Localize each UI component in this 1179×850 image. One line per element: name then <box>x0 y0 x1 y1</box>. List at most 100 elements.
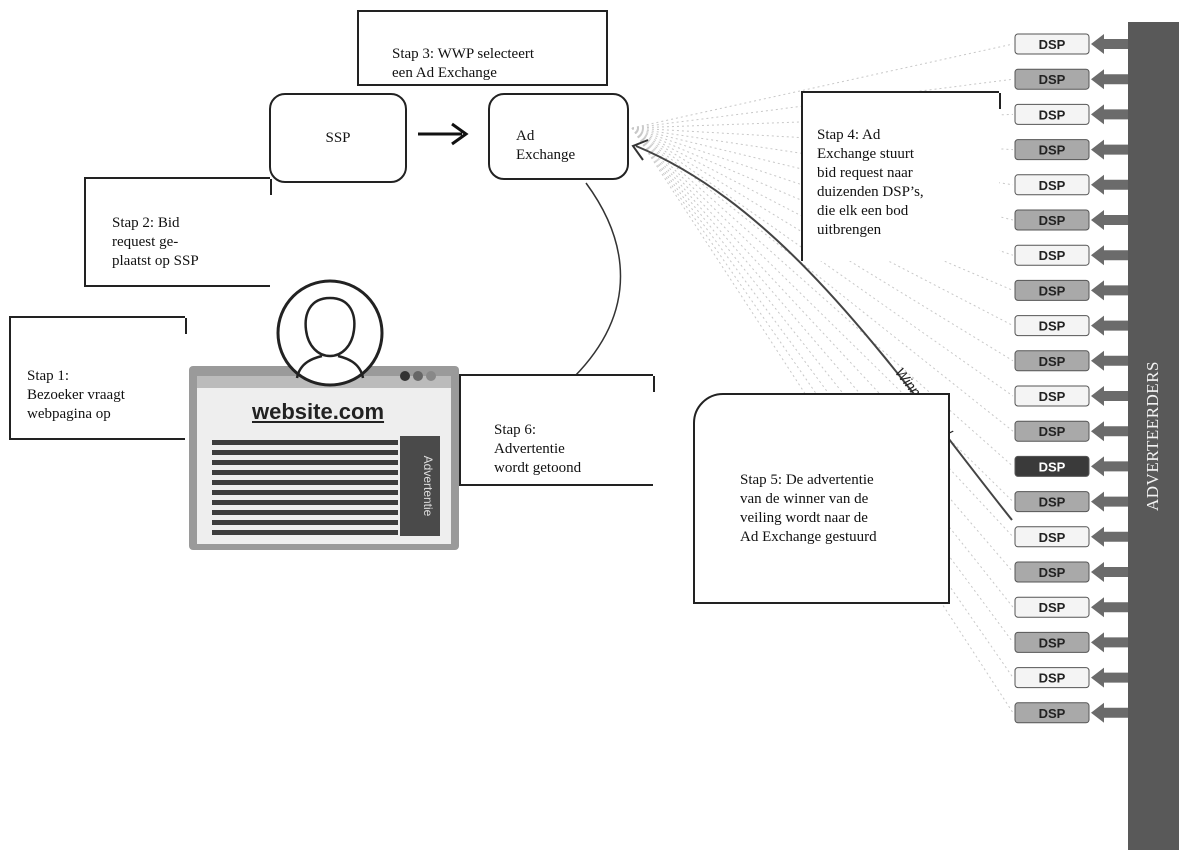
dsp-item: DSP <box>1014 561 1128 583</box>
dsp-item: DSP <box>1014 350 1128 372</box>
dsp-label: DSP <box>1039 72 1066 87</box>
step-6-text: Stap 6: Advertentie wordt getoond <box>494 422 582 476</box>
step-4-box: Stap 4: Ad Exchange stuurt bid request n… <box>801 91 1001 261</box>
dsp-label: DSP <box>1039 706 1066 721</box>
dsp-arrow <box>1091 34 1128 54</box>
advertisers-label: ADVERTEERDERS <box>1143 361 1162 511</box>
dsp-label: DSP <box>1039 283 1066 298</box>
dsp-arrow <box>1091 491 1128 512</box>
dsp-box <box>1014 350 1090 372</box>
dsp-label: DSP <box>1039 178 1066 193</box>
step-1-text: Stap 1: Bezoeker vraagt webpagina op <box>27 368 125 422</box>
dsp-box <box>1014 385 1090 407</box>
ssp-to-exchange-arrow <box>418 122 469 146</box>
dsp-arrow <box>1091 315 1128 336</box>
dsp-list: DSP DSP DSP DSP DSP DSP DSP DSP DSP DSP DSP DSP DSP D… <box>1014 33 1128 724</box>
dsp-box <box>1014 244 1090 266</box>
dsp-item: DSP <box>1014 596 1128 618</box>
dsp-label: DSP <box>1039 319 1066 334</box>
dsp-arrow <box>1091 139 1128 160</box>
dsp-item: DSP <box>1014 174 1128 196</box>
ad-exchange-label: Ad Exchange <box>516 128 576 163</box>
dsp-arrow <box>1091 245 1128 266</box>
bid-request-line <box>631 78 1014 129</box>
dsp-arrow <box>1091 69 1128 90</box>
dsp-box <box>1014 491 1090 513</box>
dsp-arrow <box>1091 562 1128 582</box>
dsp-label: DSP <box>1039 143 1066 158</box>
bid-request-line <box>631 127 1014 327</box>
dsp-item: DSP <box>1014 68 1128 90</box>
bid-request-line <box>631 127 1014 291</box>
dsp-arrow <box>1091 421 1128 442</box>
advertentie-label: Advertentie <box>421 456 435 517</box>
dsp-winner: DSP <box>1014 455 1128 477</box>
step-4-text: Stap 4: Ad Exchange stuurt bid request n… <box>817 127 924 238</box>
dsp-arrow <box>1091 350 1128 371</box>
dsp-item: DSP <box>1014 315 1128 337</box>
winning-bid-curve <box>635 145 1013 521</box>
dsp-box <box>1014 33 1090 55</box>
dsp-box <box>1014 526 1090 548</box>
ssp-node: SSP <box>269 93 407 183</box>
step-3-text: Stap 3: WWP selecteert een Ad Exchange <box>392 46 535 81</box>
dsp-item: DSP <box>1014 209 1128 231</box>
dsp-box <box>1014 420 1090 442</box>
dsp-label: DSP <box>1039 530 1066 545</box>
dsp-item: DSP <box>1014 420 1128 442</box>
step-6-box: Stap 6: Advertentie wordt getoond <box>459 374 655 486</box>
dsp-label: DSP <box>1039 248 1066 263</box>
step-5-box: Stap 5: De advertentie van de winner van… <box>693 393 950 604</box>
dsp-item: DSP <box>1014 279 1128 301</box>
dsp-box <box>1014 596 1090 618</box>
dsp-item: DSP <box>1014 385 1128 407</box>
dsp-item: DSP <box>1014 244 1128 266</box>
dsp-box <box>1014 315 1090 337</box>
dsp-label: DSP <box>1039 565 1066 580</box>
dsp-box <box>1014 455 1090 477</box>
dsp-label: DSP <box>1039 354 1066 369</box>
dsp-item: DSP <box>1014 103 1128 125</box>
dsp-label: DSP <box>1039 213 1066 228</box>
dsp-label: DSP <box>1039 671 1066 686</box>
winning-bid-arrowhead <box>631 139 649 161</box>
dsp-arrow <box>1091 386 1128 406</box>
dsp-label: DSP <box>1039 389 1066 404</box>
bid-request-line <box>631 127 1014 432</box>
dsp-item: DSP <box>1014 667 1128 689</box>
website-illustration: Advertentie <box>189 366 459 550</box>
dsp-label: DSP <box>1039 37 1066 52</box>
dsp-item: DSP <box>1014 702 1128 724</box>
step-5-text: Stap 5: De advertentie van de winner van… <box>740 472 877 545</box>
bid-request-line <box>631 127 1014 643</box>
dsp-label: DSP <box>1039 600 1066 615</box>
dsp-arrow <box>1091 632 1128 653</box>
step-2-box: Stap 2: Bid request ge- plaatst op SSP <box>84 177 272 287</box>
dsp-arrow <box>1091 597 1128 618</box>
dsp-box <box>1014 174 1090 196</box>
dsp-box <box>1014 279 1090 301</box>
dsp-item: DSP <box>1014 491 1128 513</box>
dsp-arrow <box>1091 104 1128 125</box>
dsp-box <box>1014 702 1090 724</box>
dsp-box <box>1014 667 1090 689</box>
dsp-box <box>1014 631 1090 653</box>
user-avatar <box>276 279 384 387</box>
dsp-label: DSP <box>1039 424 1066 439</box>
dsp-label: DSP <box>1039 459 1066 474</box>
bid-request-line <box>631 43 1014 129</box>
dsp-arrow <box>1091 280 1128 301</box>
dsp-item: DSP <box>1014 526 1128 548</box>
dsp-box <box>1014 68 1090 90</box>
dsp-label: DSP <box>1039 107 1066 122</box>
dsp-arrow <box>1091 456 1128 477</box>
dsp-item: DSP <box>1014 139 1128 161</box>
ssp-label: SSP <box>325 129 351 146</box>
dsp-arrow <box>1091 210 1128 230</box>
dsp-box <box>1014 209 1090 231</box>
dsp-arrow <box>1091 174 1128 195</box>
dsp-box <box>1014 561 1090 583</box>
step-3-box: Stap 3: WWP selecteert een Ad Exchange <box>357 10 608 86</box>
advertisers-bar <box>1128 22 1179 850</box>
step-1-box: Stap 1: Bezoeker vraagt webpagina op <box>9 316 187 440</box>
